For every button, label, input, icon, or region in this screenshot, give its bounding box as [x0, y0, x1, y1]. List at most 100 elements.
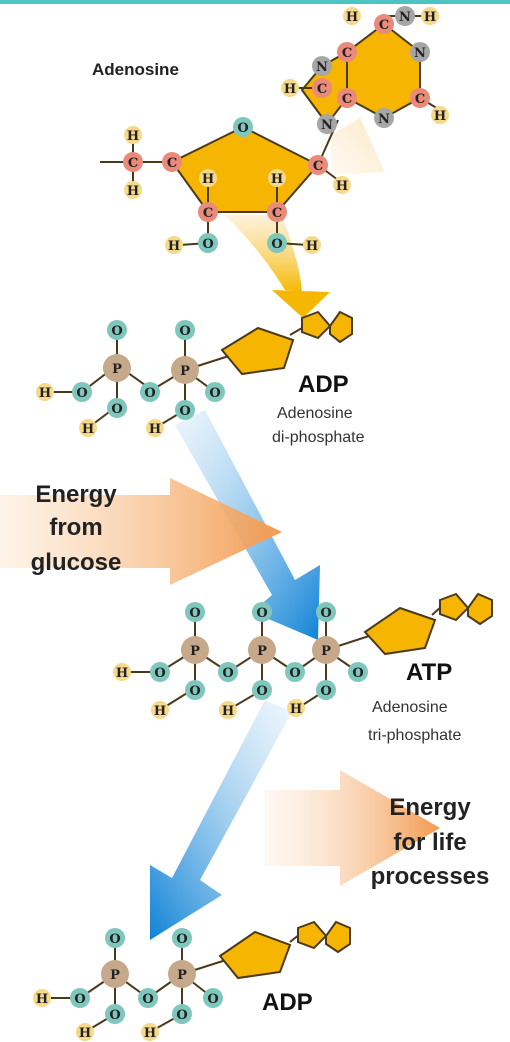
- adenine-ring-six: [346, 22, 421, 120]
- atom-carbon: [337, 42, 357, 62]
- atom-symbol: H: [116, 666, 128, 681]
- adenosine-label: Adenosine: [92, 60, 179, 79]
- funnel-arrowhead: [272, 290, 330, 318]
- atom-phosphorus: [171, 356, 199, 384]
- adenosine-atom-letters: C C O C C C H H H H H O H O H C N C N C …: [127, 10, 446, 254]
- atom-symbol: Energy: [35, 481, 117, 508]
- orange-arrow-energy-for-life: [265, 770, 440, 886]
- atom-symbol: H: [154, 704, 166, 719]
- atom-hydrogen: [33, 989, 51, 1007]
- adp-top-sublabel-1: Adenosine: [277, 405, 353, 422]
- atom-hydrogen: [165, 236, 183, 254]
- atom-oxygen: [140, 382, 160, 402]
- atom-symbol: O: [179, 324, 190, 339]
- atom-oxygen: [175, 320, 195, 340]
- atom-symbol: H: [202, 172, 214, 187]
- atom-nitrogen: [317, 114, 337, 134]
- atom-symbol: O: [222, 666, 233, 681]
- adenine-funnel: [330, 118, 385, 175]
- atom-oxygen: [198, 233, 218, 253]
- atom-symbol: O: [237, 121, 248, 136]
- atom-symbol: H: [149, 422, 161, 437]
- atom-hydrogen: [268, 169, 286, 187]
- atom-oxygen: [105, 1004, 125, 1024]
- adp-top-label: ADP: [298, 371, 349, 398]
- atom-carbon: [162, 152, 182, 172]
- ribose-shape: [220, 326, 295, 376]
- atom-symbol: H: [168, 239, 180, 254]
- atom-symbol: O: [189, 684, 200, 699]
- atom-symbol: O: [109, 932, 120, 947]
- atom-symbol: O: [111, 324, 122, 339]
- atom-hydrogen: [76, 1023, 94, 1041]
- atom-symbol: C: [342, 46, 352, 61]
- atom-phosphorus: [168, 960, 196, 988]
- atom-oxygen: [205, 382, 225, 402]
- atom-oxygen: [348, 662, 368, 682]
- atom-hydrogen: [151, 701, 169, 719]
- atom-symbol: H: [82, 422, 94, 437]
- adenine-five-shape: [439, 592, 470, 622]
- atom-hydrogen: [199, 169, 217, 187]
- atom-carbon: [123, 152, 143, 172]
- adenosine-atoms: [123, 6, 449, 254]
- atom-symbol: O: [352, 666, 363, 681]
- atom-symbol: H: [424, 10, 436, 25]
- top-bar: [0, 0, 510, 4]
- atom-symbol: N: [321, 118, 333, 133]
- orange-arrow-energy-from-glucose: [0, 478, 282, 585]
- atom-symbol: H: [39, 386, 51, 401]
- atom-oxygen: [316, 602, 336, 622]
- atom-symbol: P: [180, 364, 190, 379]
- atom-oxygen: [175, 400, 195, 420]
- atom-symbol: H: [346, 10, 358, 25]
- atom-carbon: [337, 88, 357, 108]
- adp-bottom-molecule: O O P P O H O O O H O H ADP: [33, 920, 351, 1041]
- atom-symbol: O: [289, 666, 300, 681]
- atom-carbon: [410, 88, 430, 108]
- atom-hydrogen: [79, 419, 97, 437]
- atp-label: ATP: [406, 659, 452, 686]
- atom-oxygen: [70, 988, 90, 1008]
- bond-group: O O P P O H O O O H O H: [36, 932, 219, 1041]
- adp-top-molecule: O O P P O H O O O H O H ADP Adenosine di…: [36, 310, 365, 446]
- atom-oxygen: [203, 988, 223, 1008]
- adenine-five-shape: [297, 920, 328, 950]
- atom-oxygen: [172, 1004, 192, 1024]
- atom-oxygen: [285, 662, 305, 682]
- atom-symbol: O: [144, 386, 155, 401]
- atom-symbol: O: [271, 237, 282, 252]
- atom-symbol: P: [110, 968, 120, 983]
- atom-symbol: O: [176, 932, 187, 947]
- atom-carbon: [374, 14, 394, 34]
- atom-symbol: O: [111, 402, 122, 417]
- atom-hydrogen: [421, 7, 439, 25]
- atom-symbol: H: [271, 172, 283, 187]
- atom-symbol: O: [320, 684, 331, 699]
- atom-symbol: N: [316, 60, 328, 75]
- atom-symbol: H: [127, 184, 139, 199]
- atom-oxygen: [138, 988, 158, 1008]
- atom-symbol: H: [336, 179, 348, 194]
- atom-carbon: [312, 78, 332, 98]
- ribose-ring: [170, 125, 320, 213]
- atom-hydrogen: [113, 663, 131, 681]
- atom-symbol: C: [167, 156, 177, 171]
- atom-oxygen: [172, 928, 192, 948]
- atom-symbol: O: [202, 237, 213, 252]
- blue-arrow-atp-to-adp: [150, 700, 292, 940]
- atom-symbol: C: [313, 159, 323, 174]
- atom-hydrogen: [146, 419, 164, 437]
- atom-phosphorus: [101, 960, 129, 988]
- bond-group: O O O P P P O H O O O O H O H O H: [116, 606, 364, 719]
- atom-hydrogen: [303, 236, 321, 254]
- atom-symbol: N: [399, 10, 411, 25]
- atom-oxygen: [316, 680, 336, 700]
- adenine-five-shape: [301, 310, 332, 340]
- atom-oxygen: [218, 662, 238, 682]
- atom-nitrogen: [395, 6, 415, 26]
- atom-oxygen: [252, 680, 272, 700]
- adenine-six-shape: [467, 592, 493, 626]
- atom-symbol: N: [414, 46, 426, 61]
- atom-symbol: C: [203, 206, 213, 221]
